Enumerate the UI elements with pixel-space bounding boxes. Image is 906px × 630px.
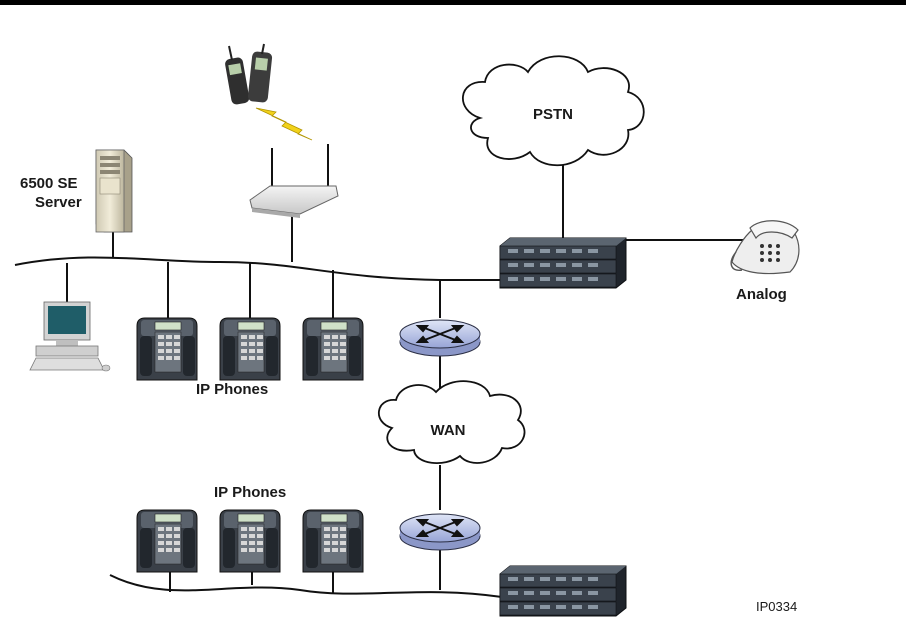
lan-bus-bottom (110, 575, 502, 597)
wan-label: WAN (431, 422, 466, 439)
server-label-line1: 6500 SE (20, 175, 78, 192)
ip-phone-icon (137, 510, 197, 572)
wireless-access-point-icon (250, 144, 338, 218)
ip-phone-icon (303, 510, 363, 572)
lightning-icon (256, 108, 312, 140)
analog-label: Analog (736, 286, 787, 303)
switch-icon (500, 566, 626, 616)
top-rule (0, 0, 906, 5)
ip-phone-icon (220, 510, 280, 572)
analog-phone-icon (731, 221, 799, 274)
ip-phone-icon (220, 318, 280, 380)
router-icon (400, 320, 480, 356)
ip-phones-label-bottom: IP Phones (214, 484, 286, 501)
ip-phone-icon (137, 318, 197, 380)
wireless-handset-icon (247, 44, 272, 103)
lan-bus-top (15, 257, 502, 280)
ip-phones-label-top: IP Phones (196, 381, 268, 398)
pstn-label: PSTN (533, 106, 573, 123)
desktop-pc-icon (30, 302, 110, 371)
switch-icon (500, 238, 626, 288)
server-label-line2: Server (35, 194, 82, 211)
router-icon (400, 514, 480, 550)
figure-id-label: IP0334 (756, 599, 797, 614)
wireless-handset-icon (224, 46, 250, 105)
ip-phone-icon (303, 318, 363, 380)
server-tower-icon (96, 150, 132, 232)
